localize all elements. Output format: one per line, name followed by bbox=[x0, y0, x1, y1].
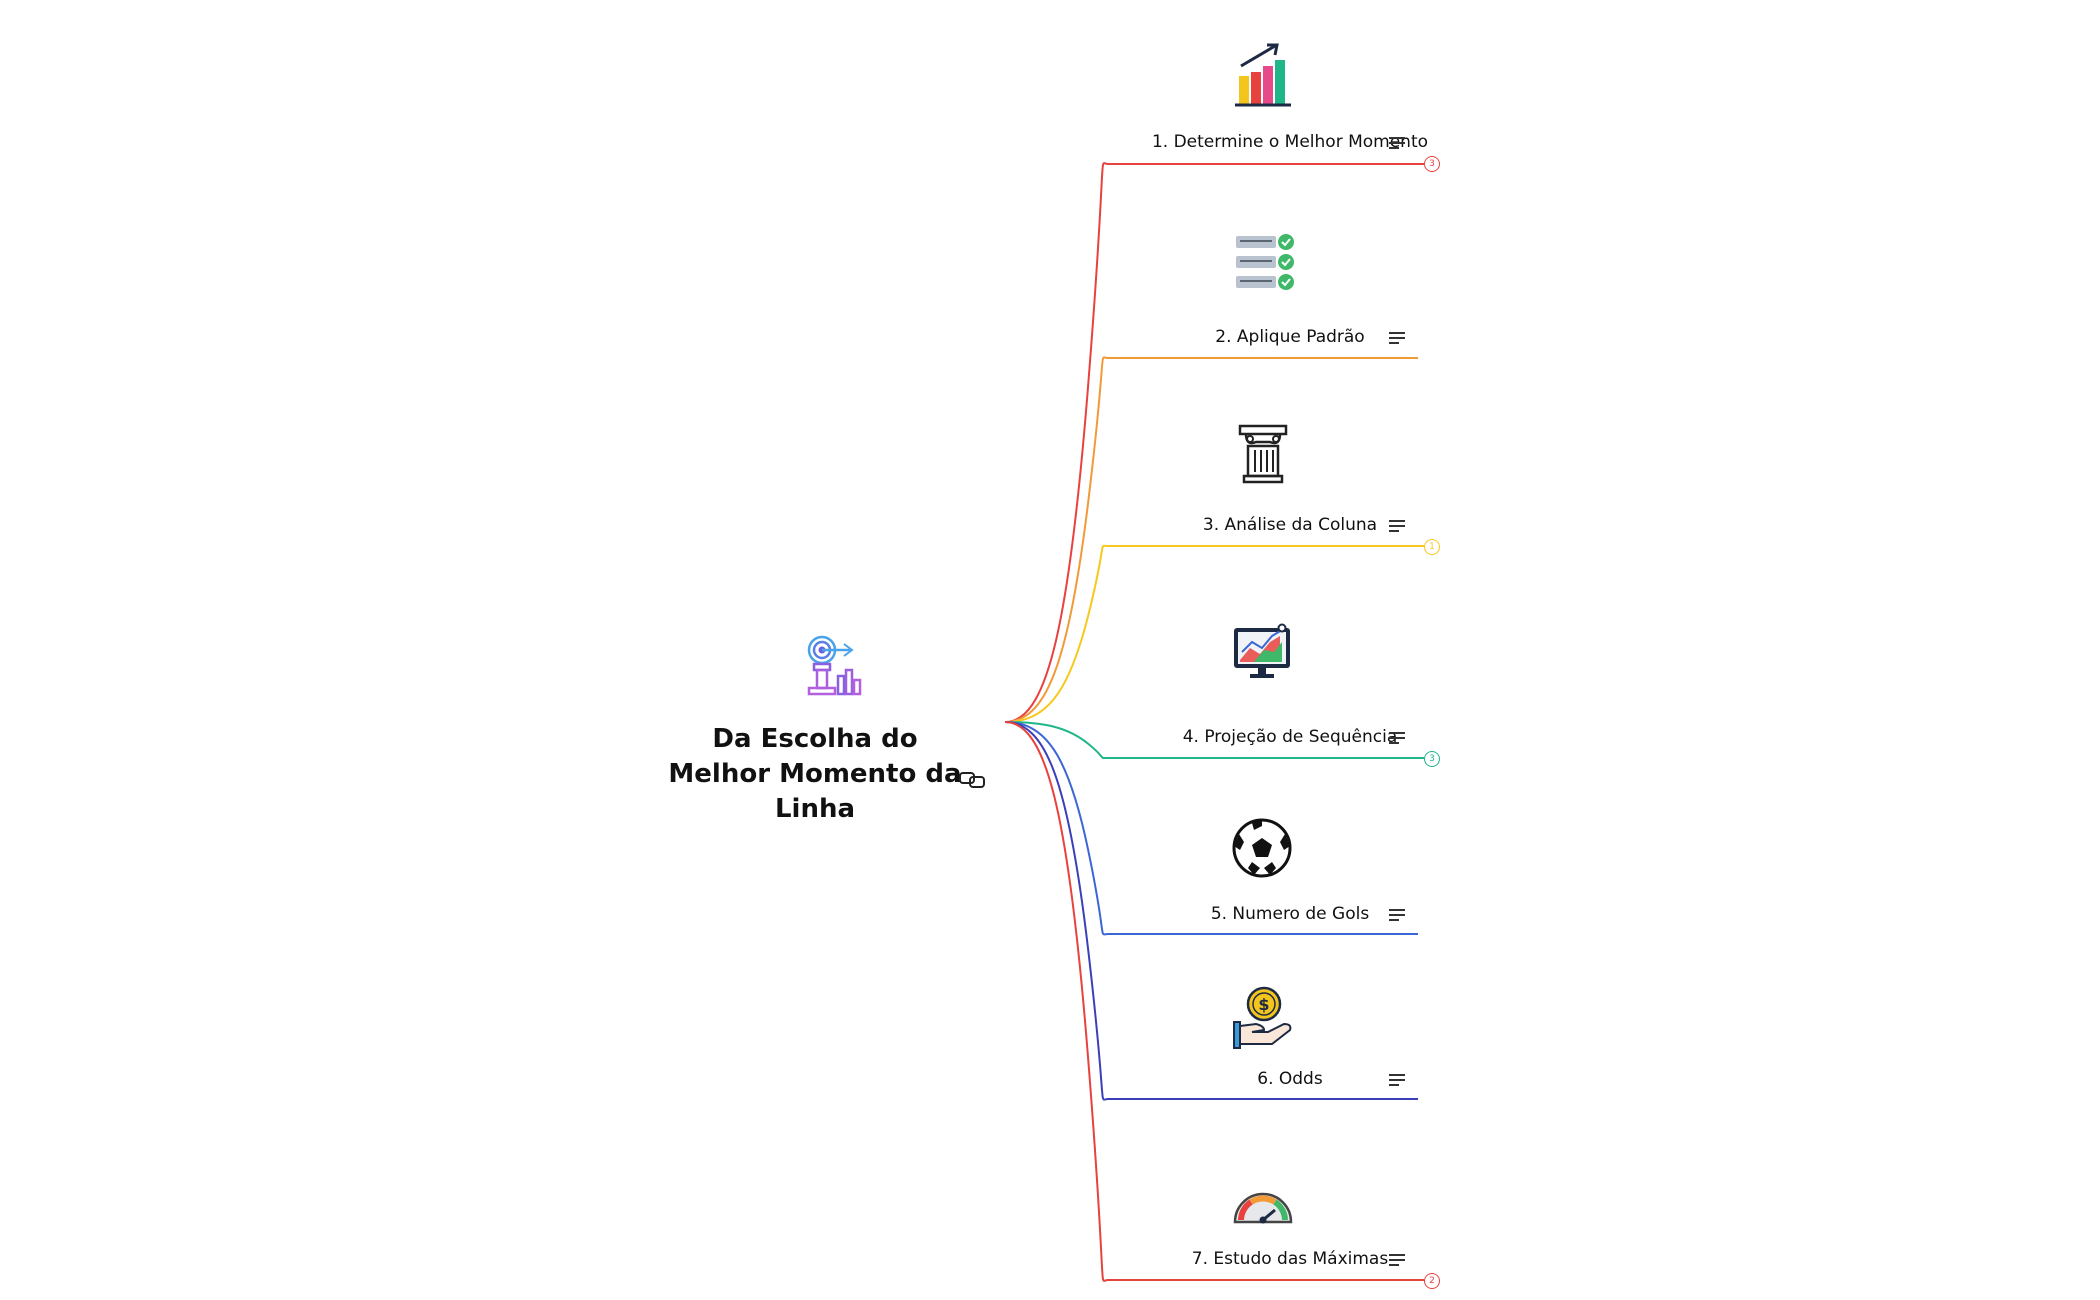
notes-icon[interactable] bbox=[1389, 1254, 1405, 1266]
svg-text:$: $ bbox=[1258, 995, 1269, 1014]
branch-label-1[interactable]: 1. Determine o Melhor Momento bbox=[1151, 132, 1429, 152]
branch-label-6[interactable]: 6. Odds bbox=[1257, 1069, 1323, 1089]
branch-label-4[interactable]: 4. Projeção de Sequência bbox=[1182, 727, 1398, 747]
branch-connector bbox=[1004, 544, 1424, 723]
root-topic-title[interactable]: Da Escolha do Melhor Momento da Linha bbox=[660, 722, 970, 827]
soccer-ball-icon bbox=[1232, 818, 1292, 878]
branch-label-7[interactable]: 7. Estudo das Máximas bbox=[1191, 1249, 1389, 1269]
bar-chart-growth-icon bbox=[1235, 43, 1291, 107]
hand-coin-icon: $ bbox=[1233, 986, 1292, 1049]
notes-icon[interactable] bbox=[1389, 520, 1405, 532]
branch-label-5[interactable]: 5. Numero de Gols bbox=[1210, 904, 1370, 924]
collapse-badge-1[interactable]: 3 bbox=[1424, 156, 1440, 172]
root-title-line-3: Linha bbox=[774, 794, 856, 824]
branch-label-3[interactable]: 3. Análise da Coluna bbox=[1202, 515, 1378, 535]
root-title-line-1: Da Escolha do bbox=[712, 724, 918, 754]
branch-connector bbox=[1004, 356, 1418, 723]
monitor-chart-icon bbox=[1234, 623, 1290, 678]
branch-connector bbox=[1004, 721, 1424, 760]
link-icon[interactable] bbox=[958, 770, 986, 790]
target-chess-icon bbox=[807, 635, 862, 696]
notes-icon[interactable] bbox=[1389, 732, 1405, 744]
column-pillar-icon bbox=[1238, 424, 1288, 484]
notes-icon[interactable] bbox=[1389, 137, 1405, 149]
collapse-badge-4[interactable]: 3 bbox=[1424, 751, 1440, 767]
branch-connectors bbox=[1004, 162, 1424, 1282]
branch-connector bbox=[1004, 721, 1424, 1282]
branch-connector bbox=[1004, 721, 1418, 1101]
checklist-icon bbox=[1236, 234, 1294, 290]
notes-icon[interactable] bbox=[1389, 909, 1405, 921]
branch-connector bbox=[1004, 721, 1418, 936]
collapse-badge-7[interactable]: 2 bbox=[1424, 1273, 1440, 1289]
root-title-line-2: Melhor Momento da bbox=[668, 759, 962, 789]
speedometer-gauge-icon bbox=[1233, 1192, 1293, 1224]
branch-connector bbox=[1004, 162, 1424, 723]
notes-icon[interactable] bbox=[1389, 332, 1405, 344]
branch-label-2[interactable]: 2. Aplique Padrão bbox=[1215, 327, 1365, 347]
notes-icon[interactable] bbox=[1389, 1074, 1405, 1086]
collapse-badge-3[interactable]: 1 bbox=[1424, 539, 1440, 555]
